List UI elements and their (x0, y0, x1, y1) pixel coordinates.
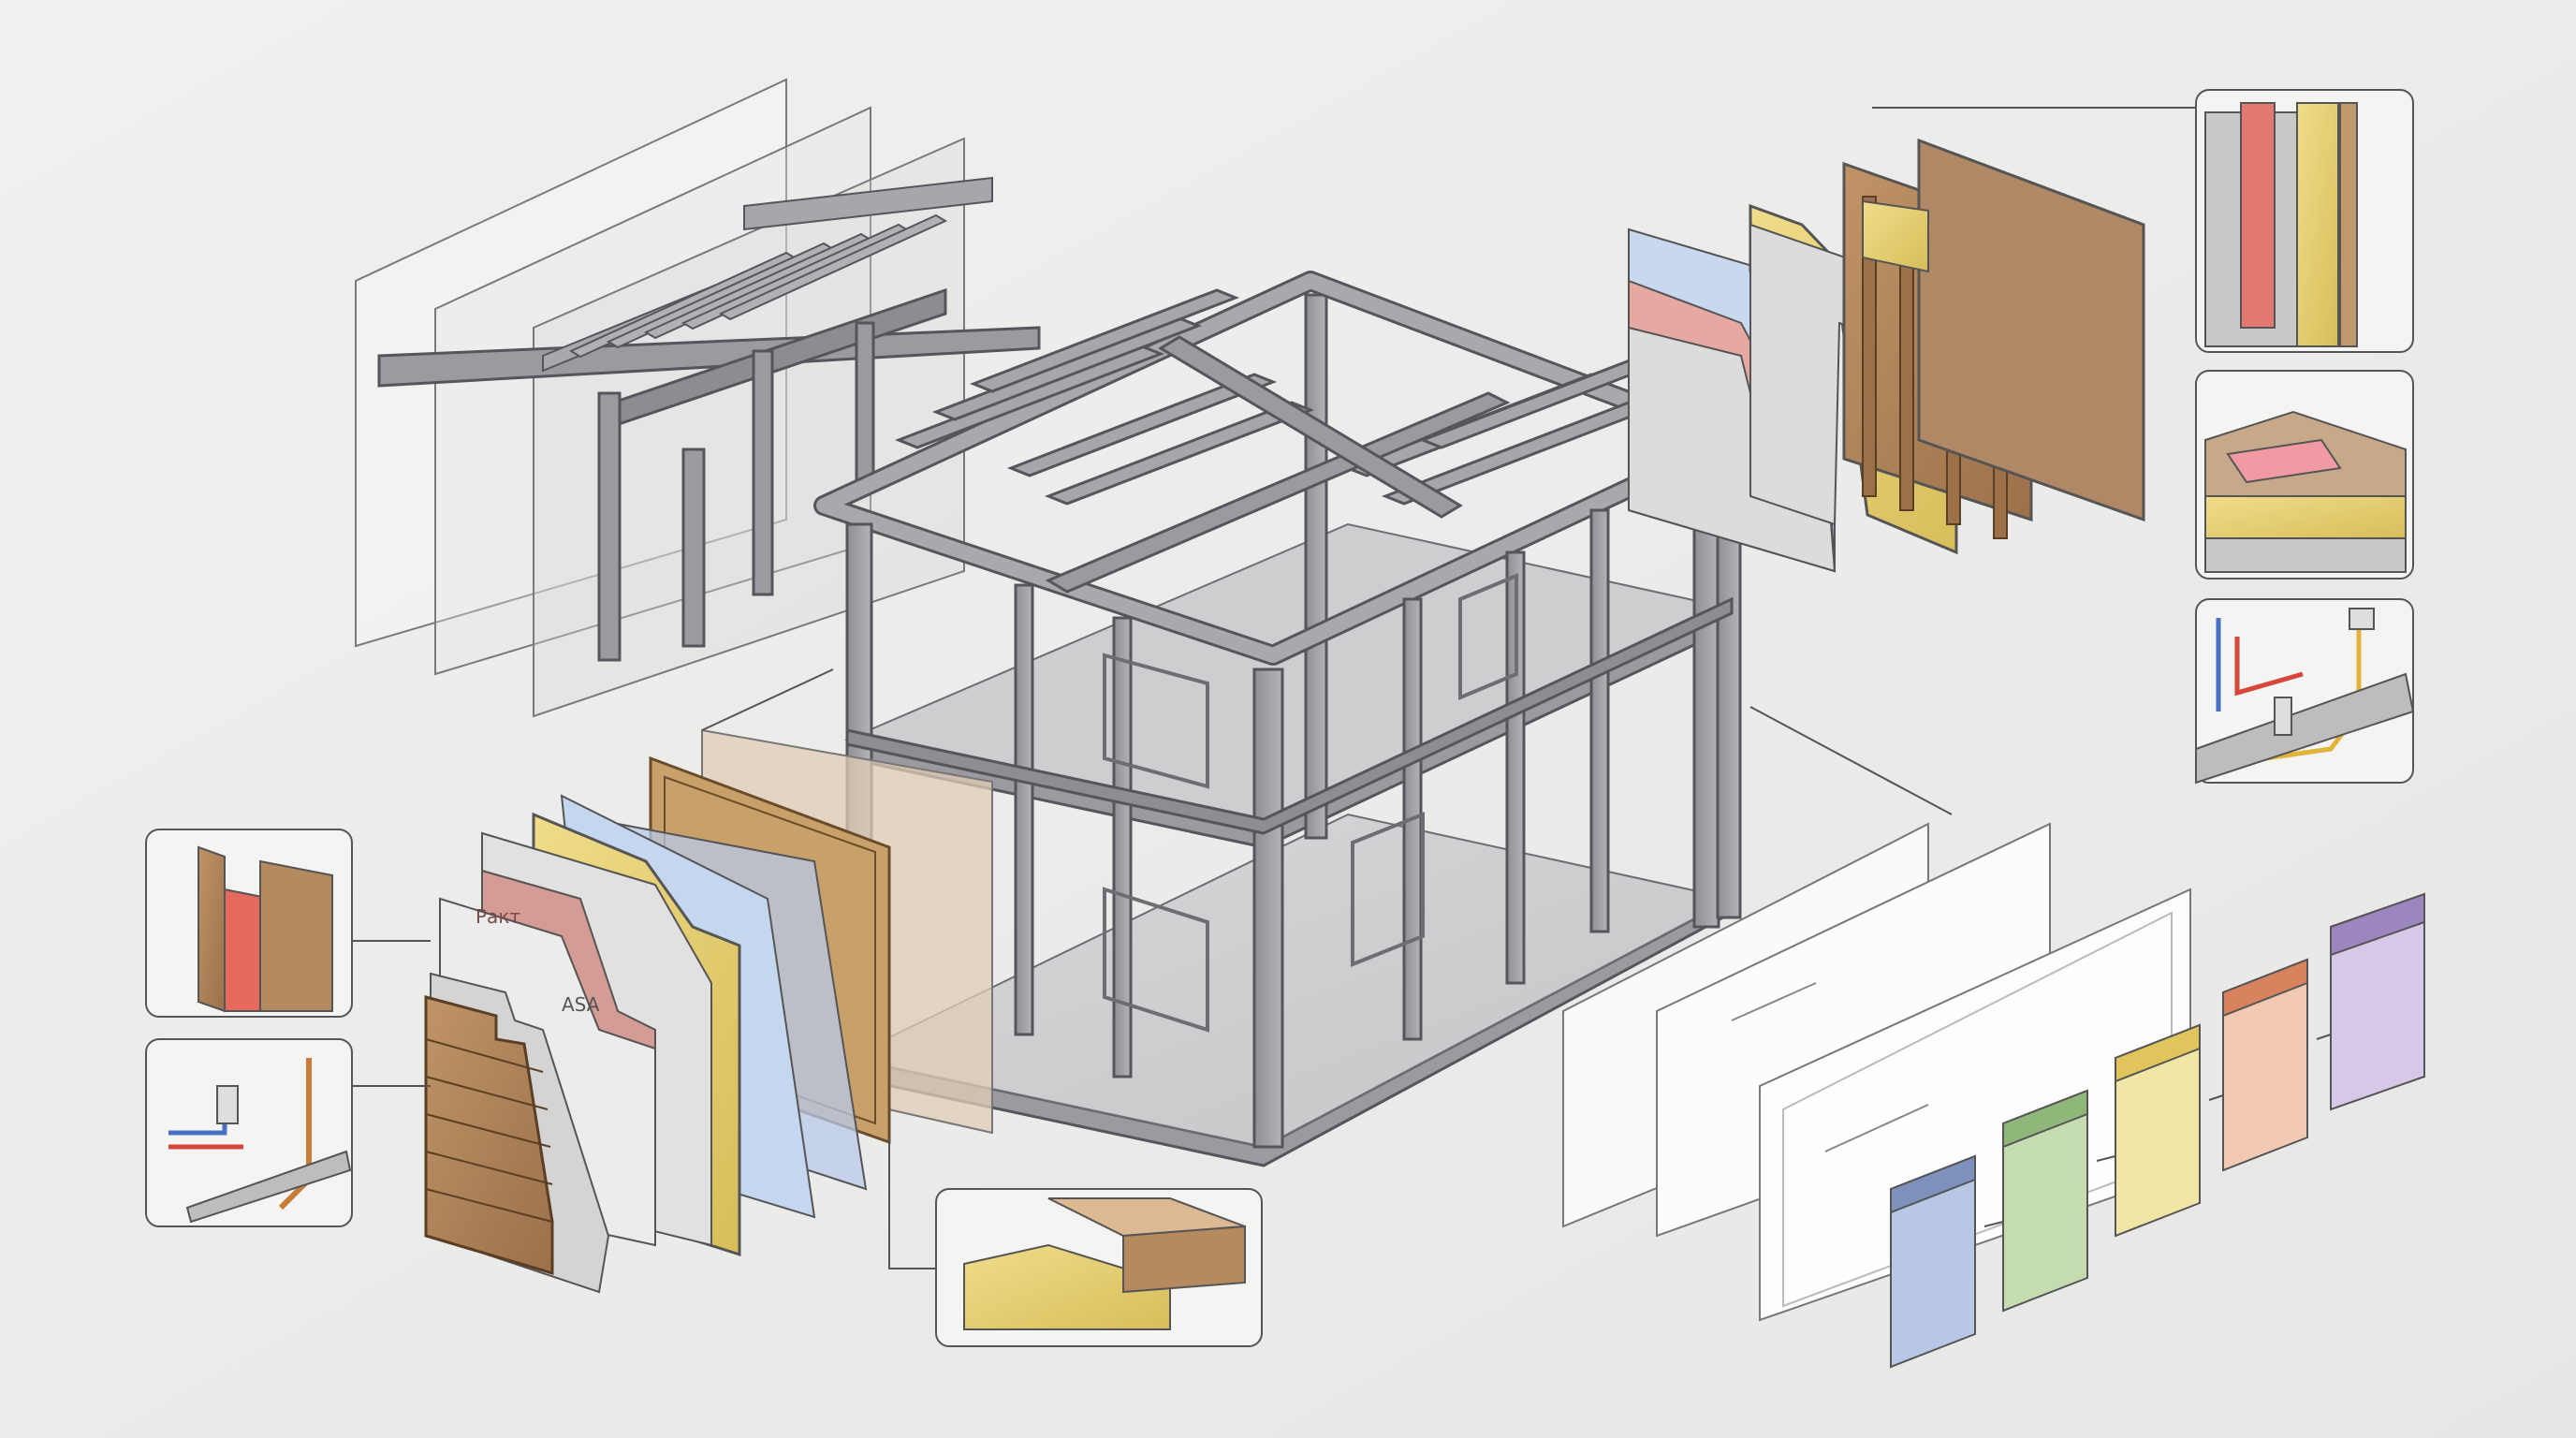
steel-frame-icon (355, 78, 1041, 718)
wall-layers-top (1628, 138, 2145, 573)
steel-frame-building (813, 271, 1742, 1167)
floor-joist-detail-icon (888, 1137, 1263, 1347)
electrical-detail-icon (2195, 598, 2415, 785)
construction-drawing-sheets (1562, 822, 2191, 1322)
wall-layers-icon: Ракт ASA (424, 728, 993, 1294)
wall-layer-label-1: Ракт (476, 905, 520, 928)
insulation-detail-icon (2144, 89, 2414, 353)
connector-lines (701, 107, 2196, 815)
insulation-detail-left (145, 829, 431, 1018)
wall-layer-label-2: ASA (562, 993, 600, 1016)
plumbing-detail-icon (145, 1038, 431, 1227)
floor-detail-icon (2195, 370, 2414, 580)
document-stack-icon (1890, 892, 2425, 1369)
